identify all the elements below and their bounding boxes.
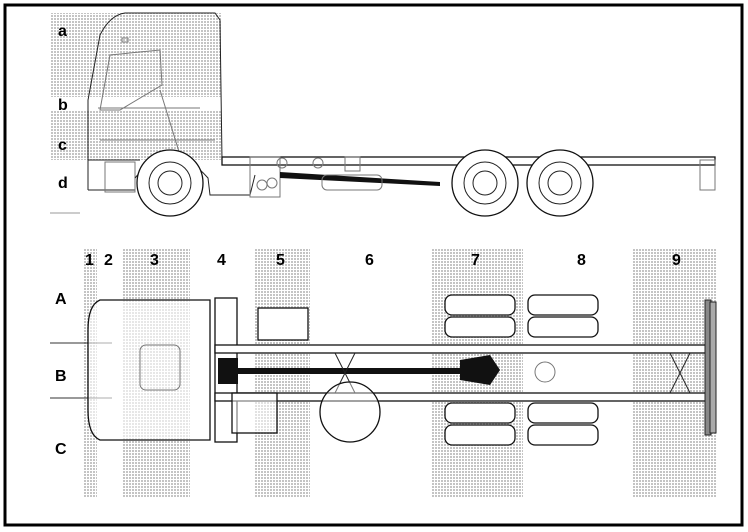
side-view-shading [50, 13, 222, 160]
column-label-4: 4 [217, 252, 226, 269]
side-row-label-d: d [58, 175, 68, 192]
column-label-5: 5 [276, 252, 285, 269]
column-label-3: 3 [150, 252, 159, 269]
top-row-label-A: A [55, 291, 67, 308]
side-row-label-c: c [58, 137, 67, 154]
column-label-8: 8 [577, 252, 586, 269]
column-label-9: 9 [672, 252, 681, 269]
top-row-label-C: C [55, 441, 67, 458]
side-row-label-b: b [58, 97, 68, 114]
column-label-2: 2 [104, 252, 113, 269]
top-row-label-B: B [55, 368, 67, 385]
column-label-6: 6 [365, 252, 374, 269]
side-row-label-a: a [58, 23, 67, 40]
truck-side-view [87, 12, 716, 217]
truck-top-view [87, 294, 717, 446]
column-label-1: 1 [85, 252, 94, 269]
column-label-7: 7 [471, 252, 480, 269]
